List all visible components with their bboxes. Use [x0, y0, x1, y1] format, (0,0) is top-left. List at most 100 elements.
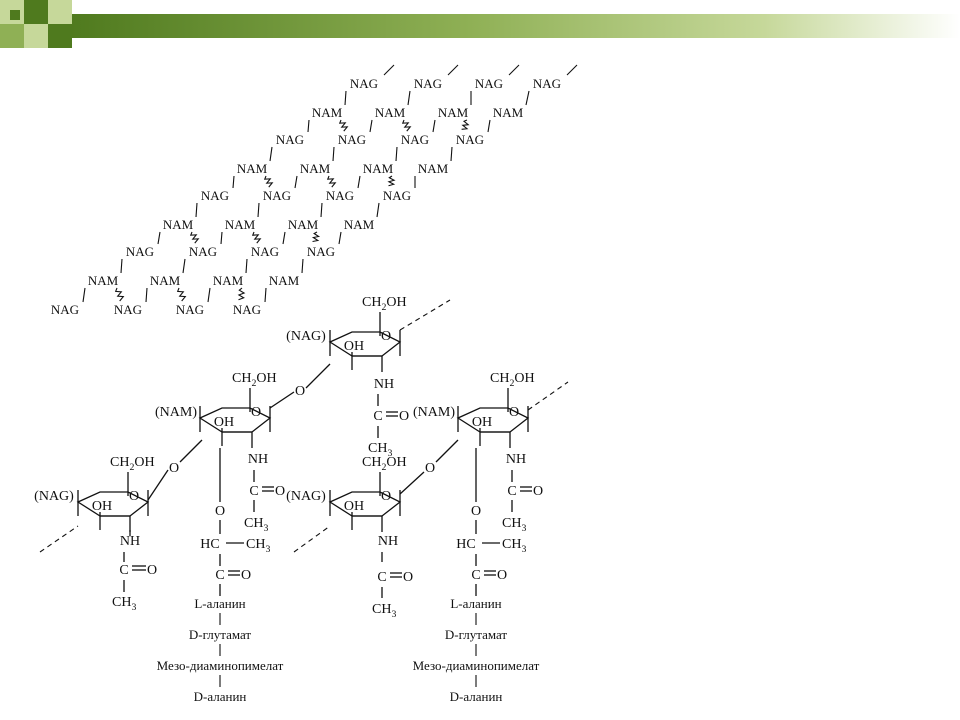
nam-left-hc: HC: [200, 537, 219, 552]
peptide-right-d-alanine: D-аланин: [450, 689, 503, 704]
peptide-crosslink: [387, 175, 396, 187]
glycan-chain-bond: [407, 90, 411, 106]
nam-left-ch2oh-label-main: CH: [232, 371, 251, 386]
glycan-chain-bond: [357, 175, 361, 189]
glycan-chain-bond: [487, 119, 491, 133]
peptide-crosslink: [114, 287, 125, 302]
nam-right-acetyl-ch3-main: CH: [502, 516, 521, 531]
lattice-nag-label: NAG: [383, 188, 411, 203]
nam-right-side-ch3: CH3: [502, 537, 526, 555]
nag-top-chain-dash: [399, 299, 451, 331]
glycan-chain-bond: [195, 202, 198, 218]
glycan-chain-bond: [525, 90, 530, 106]
lattice-nag-label: NAG: [263, 188, 291, 203]
peptide-crosslink: [461, 119, 470, 130]
glycan-chain-bond: [120, 258, 123, 274]
peptide-left-meso-diaminopimelate: Мезо-диаминопимелат: [157, 658, 284, 673]
nag-top-ch2oh-label-tail: OH: [386, 295, 406, 310]
glycan-chain-bond: [307, 119, 310, 133]
peptide-left-d-alanine: D-аланин: [194, 689, 247, 704]
nag-top-residue-label: (NAG): [286, 329, 326, 344]
o-to-nam-right-bond: [435, 439, 459, 463]
glycan-chain-bond: [157, 231, 161, 245]
nag-top-ch3-sub: 3: [387, 448, 392, 459]
nam-right-residue-label: (NAM): [413, 405, 455, 420]
glycan-chain-bond: [282, 231, 286, 245]
nag-left-carbonyl-o: O: [147, 563, 157, 578]
nam-left-lactyl-o: O: [215, 504, 225, 519]
nam-left-acetyl-o: O: [275, 484, 285, 499]
lattice-nag-label: NAG: [456, 132, 484, 147]
nag-mid-residue-label: (NAG): [286, 489, 326, 504]
nam-left-peptide-o: O: [241, 568, 251, 583]
lattice-nag-label: NAG: [414, 76, 442, 91]
nag-mid-oh-label: OH: [344, 499, 364, 514]
lattice-nam-label: NAM: [225, 217, 256, 232]
header-square-4: [0, 24, 24, 48]
glycan-chain-bond: [145, 287, 148, 303]
nag-mid-ch3-main: CH: [372, 602, 391, 617]
o-to-nam-left-bond: [179, 439, 203, 463]
lattice-nag-label: NAG: [51, 302, 79, 317]
nam-right-ring-oxygen: O: [509, 405, 519, 420]
glycan-chain-bond: [207, 287, 211, 303]
lattice-nam-label: NAM: [88, 273, 119, 288]
nag-mid-nh: NH: [378, 534, 398, 549]
lattice-nag-label: NAG: [338, 132, 366, 147]
lattice-nam-label: NAM: [438, 105, 469, 120]
lattice-nam-label: NAM: [213, 273, 244, 288]
header-square-inner: [10, 10, 20, 20]
glycan-chain-bond: [332, 146, 335, 162]
nam-left-nh: NH: [248, 452, 268, 467]
nam-left-to-o-bond: [269, 391, 295, 409]
peptide-left-l-alanine: L-аланин: [194, 596, 245, 611]
nag-mid-carbonyl-c: C: [377, 570, 386, 585]
glycan-chain-bond: [344, 90, 347, 106]
lattice-nam-label: NAM: [150, 273, 181, 288]
nam-left-residue-label: (NAM): [155, 405, 197, 420]
lattice-nam-label: NAM: [269, 273, 300, 288]
glycan-chain-bond: [264, 287, 267, 303]
glycan-chain-bond: [395, 146, 398, 162]
lattice-nag-label: NAG: [307, 244, 335, 259]
glycan-chain-bond: [450, 146, 453, 162]
peptide-left-d-glutamate: D-глутамат: [189, 627, 252, 642]
nag-left-ch2oh-label-main: CH: [110, 455, 129, 470]
glycan-chain-bond: [82, 287, 86, 303]
glycan-chain-bond: [432, 119, 436, 133]
nag-mid-ch2oh-label: CH2OH: [362, 455, 407, 473]
peptide-right-meso-diaminopimelate: Мезо-диаминопимелат: [413, 658, 540, 673]
glycosidic-oxygen-2: O: [295, 384, 305, 399]
nag-left-ch2oh-label-sub: 2: [129, 462, 134, 473]
nam-right-hc: HC: [456, 537, 475, 552]
nam-left-side-ch3-main: CH: [246, 537, 265, 552]
nag-top-ch3: CH3: [368, 441, 392, 459]
header-square-3: [48, 0, 72, 24]
nam-right-ch2oh-label-main: CH: [490, 371, 509, 386]
nag-top-nh: NH: [374, 377, 394, 392]
nam-left-ch2oh-label-sub: 2: [251, 378, 256, 389]
peptide-right-l-alanine: L-аланин: [450, 596, 501, 611]
nag-left-chain-dash: [39, 525, 79, 553]
nam-left-ring-oxygen: O: [251, 405, 261, 420]
nam-right-chain-dash: [527, 381, 569, 411]
nag-left-carbonyl-c: C: [119, 563, 128, 578]
nam-right-peptide-o: O: [497, 568, 507, 583]
glycan-chain-end: [508, 64, 520, 76]
nam-left-oh-label: OH: [214, 415, 234, 430]
peptide-crosslink: [263, 175, 274, 188]
nag-left-residue-label: (NAG): [34, 489, 74, 504]
nag-top-ch2oh-label-main: CH: [362, 295, 381, 310]
lattice-nam-label: NAM: [237, 161, 268, 176]
glycan-chain-end: [447, 64, 459, 76]
nam-right-acetyl-c: C: [507, 484, 516, 499]
glycan-chain-bond: [220, 231, 223, 245]
o-to-nag-top-bond: [305, 363, 331, 389]
peptide-crosslink: [176, 287, 187, 302]
glycan-chain-bond: [294, 175, 298, 189]
lattice-nag-label: NAG: [189, 244, 217, 259]
nam-left-acetyl-ch3-sub: 3: [263, 523, 268, 534]
nag-left-oh-label: OH: [92, 499, 112, 514]
